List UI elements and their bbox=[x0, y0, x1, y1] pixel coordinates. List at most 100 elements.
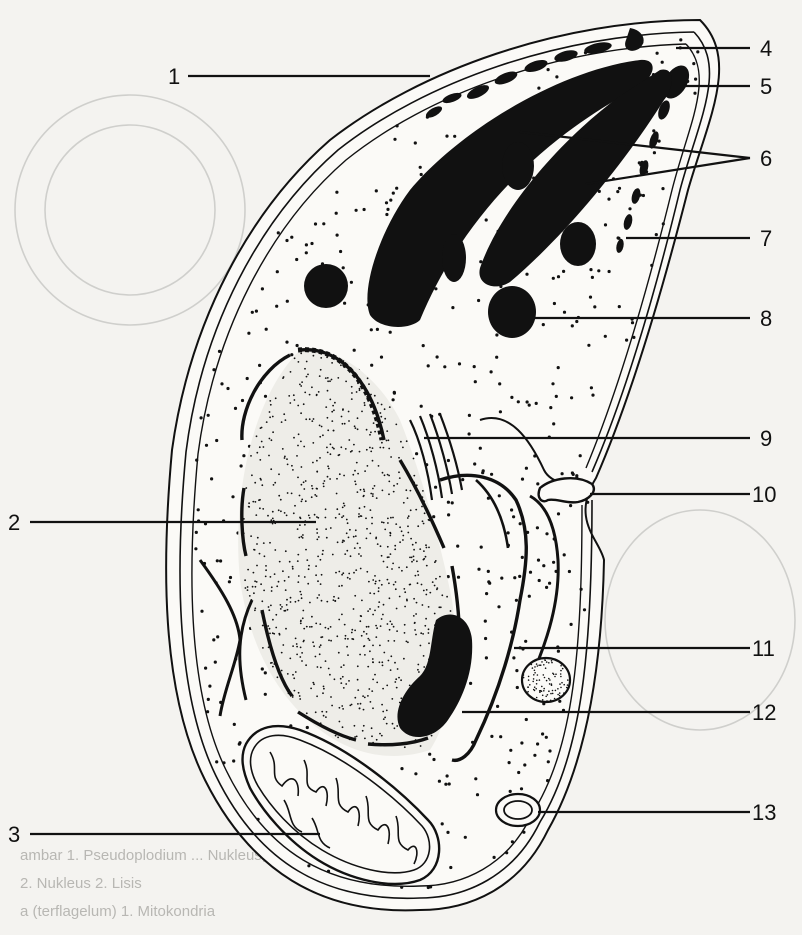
nucleoplasm-dot bbox=[356, 462, 358, 464]
amylopectin-dot bbox=[554, 698, 556, 700]
nucleoplasm-dot bbox=[282, 570, 284, 572]
nucleoplasm-dot bbox=[315, 711, 317, 713]
amylopectin-dot bbox=[559, 683, 561, 685]
nucleoplasm-dot bbox=[363, 489, 365, 491]
cytoplasm-dot bbox=[558, 700, 561, 703]
nucleoplasm-dot bbox=[334, 402, 336, 404]
nucleoplasm-dot bbox=[283, 413, 285, 415]
nucleoplasm-dot bbox=[295, 638, 297, 640]
nucleoplasm-dot bbox=[263, 542, 265, 544]
nucleoplasm-dot bbox=[392, 723, 394, 725]
cytoplasm-dot bbox=[207, 414, 210, 417]
nucleoplasm-dot bbox=[372, 579, 374, 581]
nucleoplasm-dot bbox=[360, 489, 362, 491]
nucleoplasm-dot bbox=[331, 705, 333, 707]
nucleoplasm-dot bbox=[305, 480, 307, 482]
nucleoplasm-dot bbox=[319, 436, 321, 438]
cytoplasm-dot bbox=[570, 623, 573, 626]
nucleoplasm-dot bbox=[285, 419, 287, 421]
nucleoplasm-dot bbox=[428, 632, 430, 634]
nucleoplasm-dot bbox=[396, 725, 398, 727]
amylopectin-dot bbox=[535, 688, 537, 690]
nucleoplasm-dot bbox=[254, 580, 256, 582]
amylopectin-dot bbox=[562, 668, 564, 670]
nucleoplasm-dot bbox=[304, 392, 306, 394]
nucleoplasm-dot bbox=[339, 707, 341, 709]
cytoplasm-dot bbox=[587, 344, 590, 347]
cytoplasm-dot bbox=[484, 637, 487, 640]
nucleoplasm-dot bbox=[317, 556, 319, 558]
nucleoplasm-dot bbox=[292, 674, 294, 676]
nucleoplasm-dot bbox=[387, 518, 389, 520]
nucleoplasm-dot bbox=[348, 680, 350, 682]
dense-granule bbox=[442, 234, 466, 282]
cytoplasm-dot bbox=[545, 532, 548, 535]
nucleoplasm-dot bbox=[301, 652, 303, 654]
nucleoplasm-dot bbox=[356, 736, 358, 738]
nucleoplasm-dot bbox=[376, 627, 378, 629]
nucleoplasm-dot bbox=[423, 523, 425, 525]
cytoplasm-dot bbox=[549, 406, 552, 409]
nucleoplasm-dot bbox=[364, 402, 366, 404]
cytoplasm-dot bbox=[247, 332, 250, 335]
cytoplasm-dot bbox=[552, 422, 555, 425]
nucleoplasm-dot bbox=[362, 730, 364, 732]
nucleoplasm-dot bbox=[254, 482, 256, 484]
cytoplasm-dot bbox=[586, 501, 589, 504]
nucleoplasm-dot bbox=[297, 528, 299, 530]
nucleoplasm-dot bbox=[327, 452, 329, 454]
nucleoplasm-dot bbox=[415, 634, 417, 636]
nucleoplasm-dot bbox=[390, 669, 392, 671]
cytoplasm-dot bbox=[616, 190, 619, 193]
nucleoplasm-dot bbox=[348, 573, 350, 575]
nucleoplasm-dot bbox=[249, 595, 251, 597]
nucleoplasm-dot bbox=[373, 422, 375, 424]
amylopectin-dot bbox=[539, 679, 541, 681]
nucleoplasm-dot bbox=[353, 444, 355, 446]
nucleoplasm-dot bbox=[272, 666, 274, 668]
nucleoplasm-dot bbox=[401, 530, 403, 532]
nucleoplasm-dot bbox=[351, 386, 353, 388]
cytoplasm-dot bbox=[473, 365, 476, 368]
amylopectin-dot bbox=[552, 690, 554, 692]
nucleoplasm-dot bbox=[388, 582, 390, 584]
cytoplasm-dot bbox=[339, 250, 342, 253]
amylopectin-dot bbox=[561, 663, 563, 665]
amylopectin-dot bbox=[532, 667, 534, 669]
cytoplasm-dot bbox=[561, 472, 564, 475]
nucleoplasm-dot bbox=[288, 395, 290, 397]
nucleoplasm-dot bbox=[341, 516, 343, 518]
cytoplasm-dot bbox=[233, 723, 236, 726]
nucleoplasm-dot bbox=[340, 682, 342, 684]
cytoplasm-dot bbox=[522, 831, 525, 834]
cytoplasm-dot bbox=[476, 793, 479, 796]
cytoplasm-dot bbox=[420, 173, 423, 176]
cytoplasm-dot bbox=[200, 610, 203, 613]
nucleoplasm-dot bbox=[304, 368, 306, 370]
nucleoplasm-dot bbox=[321, 600, 323, 602]
cytoplasm-dot bbox=[246, 377, 249, 380]
cytoplasm-dot bbox=[537, 559, 540, 562]
nucleoplasm-dot bbox=[316, 488, 318, 490]
nucleoplasm-dot bbox=[348, 439, 350, 441]
nucleoplasm-dot bbox=[313, 645, 315, 647]
cytoplasm-dot bbox=[607, 198, 610, 201]
nucleoplasm-dot bbox=[326, 447, 328, 449]
cytoplasm-dot bbox=[521, 478, 524, 481]
nucleoplasm-dot bbox=[295, 671, 297, 673]
amylopectin-dot bbox=[567, 684, 569, 686]
nucleoplasm-dot bbox=[429, 592, 431, 594]
nucleoplasm-dot bbox=[358, 513, 360, 515]
nucleoplasm-dot bbox=[351, 450, 353, 452]
nucleoplasm-dot bbox=[289, 561, 291, 563]
label-9: 9 bbox=[760, 426, 772, 451]
cytoplasm-dot bbox=[343, 302, 346, 305]
cytoplasm-dot bbox=[264, 671, 267, 674]
cytoplasm-dot bbox=[443, 365, 446, 368]
nucleoplasm-dot bbox=[298, 433, 300, 435]
nucleoplasm-dot bbox=[269, 411, 271, 413]
nucleoplasm-dot bbox=[285, 550, 287, 552]
nucleoplasm-dot bbox=[339, 473, 341, 475]
cytoplasm-dot bbox=[546, 779, 549, 782]
nucleoplasm-dot bbox=[301, 381, 303, 383]
